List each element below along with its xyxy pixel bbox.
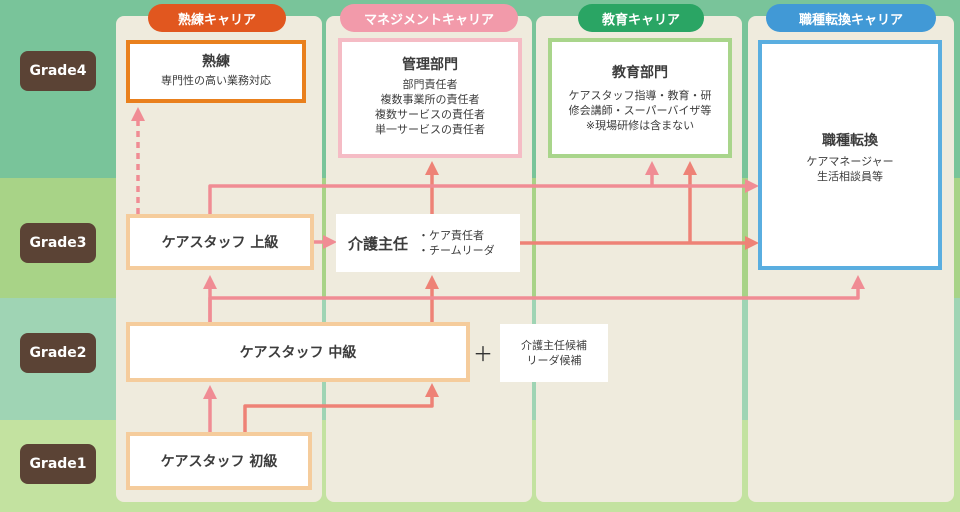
education-career-title: 教育キャリア — [578, 4, 704, 32]
supervisor-item: ・チームリーダ — [418, 244, 495, 257]
management-line: 部門責任者 — [402, 78, 458, 91]
expert-career-title: 熟練キャリア — [148, 4, 286, 32]
management-line: 単一サービスの責任者 — [375, 123, 485, 136]
management-career-title: マネジメントキャリア — [340, 4, 518, 32]
arrow-lower-route-to-transfer — [208, 275, 865, 322]
expert-description: 専門性の高い業務対応 — [161, 74, 271, 87]
plus-sign: ＋ — [473, 342, 493, 366]
arrow-senior-upper-route — [208, 179, 759, 214]
care-staff-mid-title: ケアスタッフ 中級 — [239, 345, 357, 361]
supervisor-item: ・ケア責任者 — [418, 229, 485, 242]
supervisor-box: 介護主任 ・ケア責任者 ・チームリーダ — [336, 214, 520, 272]
management-box: 管理部門 部門責任者 複数事業所の責任者 複数サービスの責任者 単一サービスの責… — [338, 38, 522, 158]
candidate-box: 介護主任候補 リーダ候補 — [500, 324, 608, 382]
expert-title: 熟練 — [202, 54, 230, 70]
arrow-junior-to-supervisor-route — [243, 383, 439, 432]
grade1-label: Grade1 — [20, 444, 96, 484]
education-title: 教育部門 — [612, 65, 668, 81]
supervisor-title: 介護主任 — [348, 234, 409, 253]
care-staff-junior-box: ケアスタッフ 初級 — [126, 432, 312, 490]
care-staff-mid-box: ケアスタッフ 中級 — [126, 322, 470, 382]
job-transfer-career-title: 職種転換キャリア — [766, 4, 936, 32]
candidate-line: 介護主任候補 — [521, 339, 587, 352]
grade3-label: Grade3 — [20, 223, 96, 263]
care-staff-senior-box: ケアスタッフ 上級 — [126, 214, 314, 270]
education-line: ※現場研修は含まない — [585, 119, 695, 132]
job-transfer-box: 職種転換 ケアマネージャー 生活相談員等 — [758, 40, 942, 270]
education-line: ケアスタッフ指導・教育・研 — [568, 89, 712, 102]
job-transfer-line: 生活相談員等 — [817, 170, 883, 183]
care-staff-senior-title: ケアスタッフ 上級 — [161, 235, 279, 251]
expert-box: 熟練 専門性の高い業務対応 — [126, 40, 306, 103]
candidate-line: リーダ候補 — [526, 354, 582, 367]
grade2-label: Grade2 — [20, 333, 96, 373]
management-title: 管理部門 — [402, 57, 458, 73]
job-transfer-title: 職種転換 — [822, 133, 878, 149]
management-line: 複数サービスの責任者 — [375, 108, 485, 121]
care-staff-junior-title: ケアスタッフ 初級 — [160, 454, 278, 470]
job-transfer-line: ケアマネージャー — [806, 155, 894, 168]
grade4-label: Grade4 — [20, 51, 96, 91]
management-line: 複数事業所の責任者 — [380, 93, 480, 106]
education-box: 教育部門 ケアスタッフ指導・教育・研 修会講師・スーパーバイザ等 ※現場研修は含… — [548, 38, 732, 158]
education-line: 修会講師・スーパーバイザ等 — [568, 104, 712, 117]
